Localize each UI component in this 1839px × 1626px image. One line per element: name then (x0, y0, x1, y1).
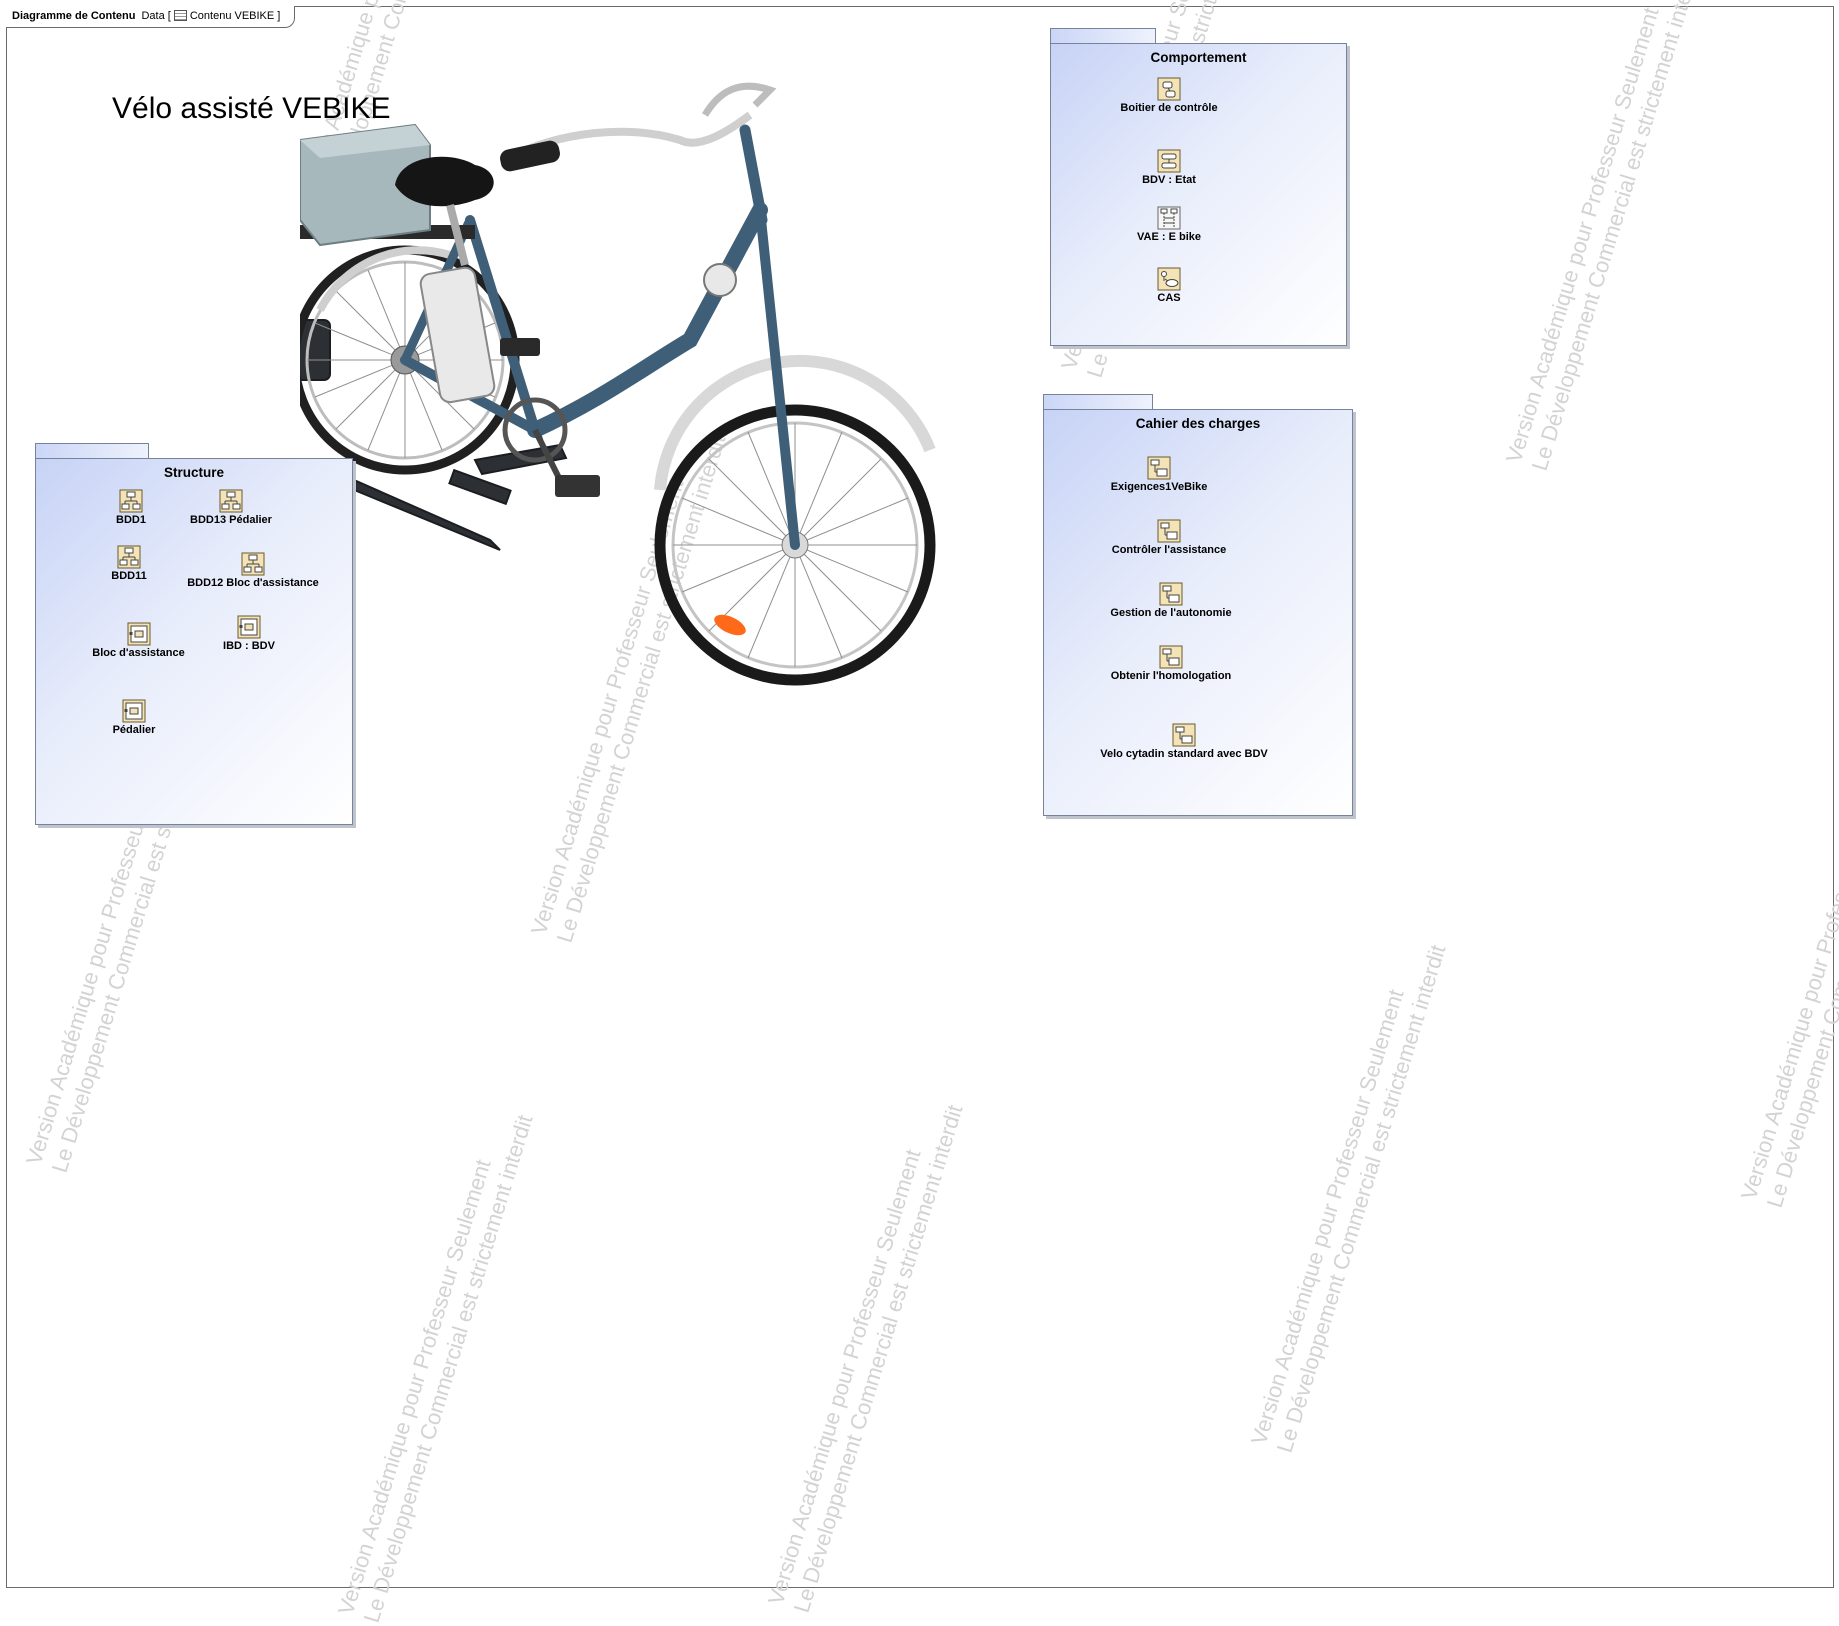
diagram-link-controler-assistance[interactable]: Contrôler l'assistance (1094, 519, 1244, 556)
diagram-link-gestion-autonomie[interactable]: Gestion de l'autonomie (1096, 582, 1246, 619)
package-body: Structure BDD1 BDD13 Pédalier BDD11 BDD1… (35, 458, 353, 825)
requirement-diagram-icon (1159, 645, 1183, 669)
item-label: Obtenir l'homologation (1110, 670, 1232, 682)
diagram-link-boitier[interactable]: Boitier de contrôle (1113, 77, 1225, 114)
package-structure[interactable]: Structure BDD1 BDD13 Pédalier BDD11 BDD1… (35, 443, 353, 825)
bracket-close: ] (277, 10, 281, 22)
content-diagram-icon (173, 10, 187, 21)
item-label: Boitier de contrôle (1120, 102, 1218, 114)
item-label: Bloc d'assistance (92, 647, 185, 659)
diagram-link-vae-ebike[interactable]: VAE : E bike (1113, 206, 1225, 243)
diagram-link-velo-cytadin[interactable]: Velo cytadin standard avec BDV (1069, 723, 1299, 760)
block-definition-diagram-icon (241, 552, 265, 576)
internal-block-diagram-icon (122, 699, 146, 723)
package-title: Cahier des charges (1135, 416, 1261, 431)
diagram-frame-header[interactable]: Diagramme de Contenu Data [ Contenu VEBIKE… (6, 6, 296, 28)
diagram-kind-label: Diagramme de Contenu (12, 10, 136, 22)
package-body: Comportement Boitier de contrôle BDV : E… (1050, 43, 1347, 346)
package-comportement[interactable]: Comportement Boitier de contrôle BDV : E… (1050, 28, 1347, 346)
state-machine-icon (1157, 77, 1181, 101)
item-label: CAS (1157, 292, 1181, 304)
item-label: BDV : Etat (1142, 174, 1196, 186)
diagram-link-homologation[interactable]: Obtenir l'homologation (1096, 645, 1246, 682)
requirement-diagram-icon (1147, 456, 1171, 480)
item-label: IBD : BDV (223, 640, 275, 652)
state-machine-icon (1157, 149, 1181, 173)
item-label: Contrôler l'assistance (1111, 544, 1227, 556)
block-definition-diagram-icon (119, 489, 143, 513)
diagram-frame (6, 6, 1834, 1588)
bracket-open: [ (167, 10, 171, 22)
item-label: BDD13 Pédalier (190, 514, 272, 526)
internal-block-diagram-icon (127, 622, 150, 646)
item-label: Velo cytadin standard avec BDV (1100, 748, 1268, 760)
internal-block-diagram-icon (237, 615, 261, 639)
diagram-link-bloc-assistance[interactable]: Bloc d'assistance (81, 622, 196, 659)
item-label: BDD12 Bloc d'assistance (187, 577, 319, 589)
requirement-diagram-icon (1157, 519, 1181, 543)
package-body: Cahier des charges Exigences1VeBike Cont… (1043, 409, 1353, 816)
item-label: Gestion de l'autonomie (1110, 607, 1232, 619)
requirement-diagram-icon (1159, 582, 1183, 606)
package-tab (35, 443, 149, 459)
item-label: VAE : E bike (1137, 231, 1201, 243)
item-label: Exigences1VeBike (1110, 481, 1208, 493)
diagram-link-bdd1[interactable]: BDD1 (101, 489, 161, 526)
diagram-link-bdv-etat[interactable]: BDV : Etat (1113, 149, 1225, 186)
diagram-title: Vélo assisté VEBIKE (112, 92, 391, 125)
diagram-name-label: Contenu VEBIKE (189, 10, 275, 22)
item-label: Pédalier (112, 724, 156, 736)
diagram-context-label: Data (141, 10, 165, 22)
diagram-link-bdd12[interactable]: BDD12 Bloc d'assistance (168, 552, 338, 589)
sequence-diagram-icon (1157, 206, 1181, 230)
block-definition-diagram-icon (219, 489, 243, 513)
electric-bike-image (300, 82, 936, 686)
block-definition-diagram-icon (117, 545, 141, 569)
requirement-diagram-icon (1172, 723, 1196, 747)
package-tab (1043, 394, 1153, 410)
item-label: BDD1 (116, 514, 146, 526)
diagram-link-exigences[interactable]: Exigences1VeBike (1084, 456, 1234, 493)
package-title: Structure (163, 465, 224, 480)
diagram-link-bdd13[interactable]: BDD13 Pédalier (176, 489, 286, 526)
item-label: BDD11 (111, 570, 147, 582)
package-cahier-des-charges[interactable]: Cahier des charges Exigences1VeBike Cont… (1043, 394, 1353, 816)
diagram-link-cas[interactable]: CAS (1113, 267, 1225, 304)
use-case-diagram-icon (1157, 267, 1181, 291)
diagram-link-ibd-bdv[interactable]: IBD : BDV (214, 615, 284, 652)
diagram-link-pedalier[interactable]: Pédalier (99, 699, 169, 736)
package-tab (1050, 28, 1156, 44)
diagram-link-bdd11[interactable]: BDD11 (99, 545, 159, 582)
package-title: Comportement (1150, 50, 1247, 65)
